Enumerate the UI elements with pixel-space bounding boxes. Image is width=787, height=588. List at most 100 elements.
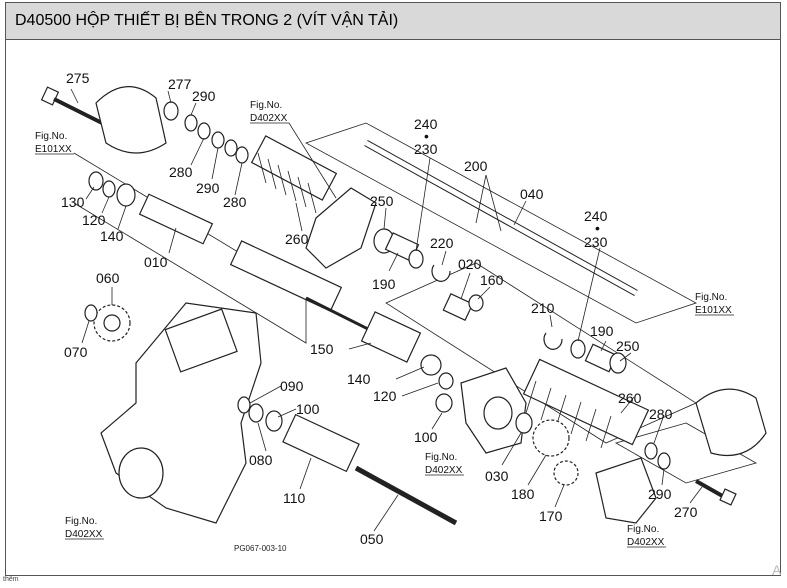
exploded-parts-diagram: 275 277 290 280 290 280 130 120 140 010 …: [35, 70, 767, 553]
label-270: 270: [674, 504, 698, 520]
label-210: 210: [531, 300, 555, 316]
label-160: 160: [480, 272, 504, 288]
washer-230: [408, 249, 424, 269]
label-260-right: 260: [618, 390, 642, 406]
washer-stack-top: [163, 101, 249, 164]
spring-210: [543, 332, 563, 350]
figref-d402-mid-code: D402XX: [425, 465, 463, 476]
label-080: 080: [249, 452, 273, 468]
page-title: D40500 HỘP THIẾT BỊ BÊN TRONG 2 (VÍT VẬN…: [15, 12, 399, 29]
figref-d402-top-title: Fig.No.: [250, 100, 282, 111]
label-290-top: 290: [192, 88, 216, 104]
worm-shaft-150: [229, 240, 422, 363]
label-230-right: 230: [584, 234, 608, 250]
figref-e101-right-title: Fig.No.: [695, 292, 727, 303]
label-090: 090: [280, 378, 304, 394]
label-190-top: 190: [372, 276, 396, 292]
label-260-top: 260: [285, 231, 309, 247]
label-150: 150: [310, 341, 334, 357]
label-070: 070: [64, 344, 88, 360]
label-280-b: 280: [223, 194, 247, 210]
gear-170: [553, 460, 579, 486]
washer-280-right: [644, 442, 658, 460]
assembly-band-shaft: [305, 122, 697, 324]
label-250-top: 250: [370, 193, 394, 209]
label-120-mid: 120: [373, 388, 397, 404]
label-275: 275: [66, 70, 90, 86]
label-130: 130: [61, 194, 85, 210]
figref-d402-top-code: D402XX: [250, 113, 288, 124]
bearing-100: [265, 410, 283, 432]
label-030: 030: [485, 468, 509, 484]
figref-d402-right-title: Fig.No.: [627, 524, 659, 535]
ring-070: [84, 304, 98, 322]
shaft-050: [354, 465, 458, 526]
footer-note: thêm: [3, 576, 19, 583]
label-277: 277: [168, 76, 192, 92]
washer-120-mid: [438, 372, 454, 390]
washer-160: [468, 294, 484, 312]
label-230-top: 230: [414, 141, 438, 157]
figref-d402-left-code: D402XX: [65, 529, 103, 540]
label-240-top: 240: [414, 116, 438, 132]
figref-d402-right-code: D402XX: [627, 537, 665, 548]
label-060: 060: [96, 270, 120, 286]
figref-d402-mid-title: Fig.No.: [425, 452, 457, 463]
gear-060: [93, 304, 131, 342]
dot-right: •: [595, 220, 600, 236]
spring-260-top: [250, 135, 338, 214]
washer-250-right: [609, 352, 627, 374]
bolt-275: [40, 86, 107, 127]
bearing-030: [515, 412, 533, 434]
cover-277: [95, 86, 167, 154]
label-220: 220: [430, 235, 454, 251]
label-120: 120: [82, 212, 106, 228]
label-190-right: 190: [590, 323, 614, 339]
corner-mark: A: [772, 562, 782, 578]
label-040: 040: [520, 186, 544, 202]
label-200: 200: [464, 158, 488, 174]
label-180: 180: [511, 486, 535, 502]
worm-260-right: [522, 358, 650, 449]
label-110: 110: [283, 490, 306, 506]
bearing-080: [248, 403, 264, 423]
title-bar: D40500 HỘP THIẾT BỊ BÊN TRONG 2 (VÍT VẬN…: [6, 3, 780, 40]
label-010: 010: [144, 254, 168, 270]
bearing-100-mid: [435, 393, 453, 413]
figref-d402-left-title: Fig.No.: [65, 516, 97, 527]
tube-110: [282, 413, 360, 473]
dot-top: •: [424, 128, 429, 144]
gear-case-bore: [118, 447, 164, 499]
drawing-code: PG067-003-10: [234, 544, 287, 553]
label-050: 050: [360, 531, 384, 547]
label-170: 170: [539, 508, 563, 524]
bolt-270: [695, 479, 737, 506]
diagram-frame: D40500 HỘP THIẾT BỊ BÊN TRONG 2 (VÍT VẬN…: [5, 2, 781, 576]
label-240-right: 240: [584, 208, 608, 224]
bracket-d402: [305, 187, 377, 269]
gear-180: [532, 419, 570, 457]
washer-140-mid: [420, 354, 442, 376]
label-100-mid: 100: [414, 429, 438, 445]
washer-290-right: [657, 452, 671, 470]
label-250-right: 250: [616, 338, 640, 354]
label-290-b: 290: [196, 180, 220, 196]
figref-e101-right-code: E101XX: [695, 305, 732, 316]
label-280-right: 280: [649, 406, 673, 422]
bearing-housing-bore: [483, 396, 513, 430]
figref-e101-left-title: Fig.No.: [35, 131, 67, 142]
washers-left: [88, 171, 136, 207]
leader-lines: [70, 88, 703, 532]
label-280-a: 280: [169, 164, 193, 180]
label-140-mid: 140: [347, 371, 371, 387]
figref-e101-left-code: E101XX: [35, 144, 72, 155]
housing-right: [695, 388, 767, 457]
pin-020: [442, 292, 474, 322]
label-290-right: 290: [648, 486, 672, 502]
label-100-left: 100: [296, 401, 320, 417]
gear-case-window: [164, 308, 238, 373]
long-shaft-040: [364, 139, 638, 297]
cover-plate: [595, 457, 657, 524]
spring-220: [431, 264, 451, 282]
washer-090: [237, 396, 251, 414]
